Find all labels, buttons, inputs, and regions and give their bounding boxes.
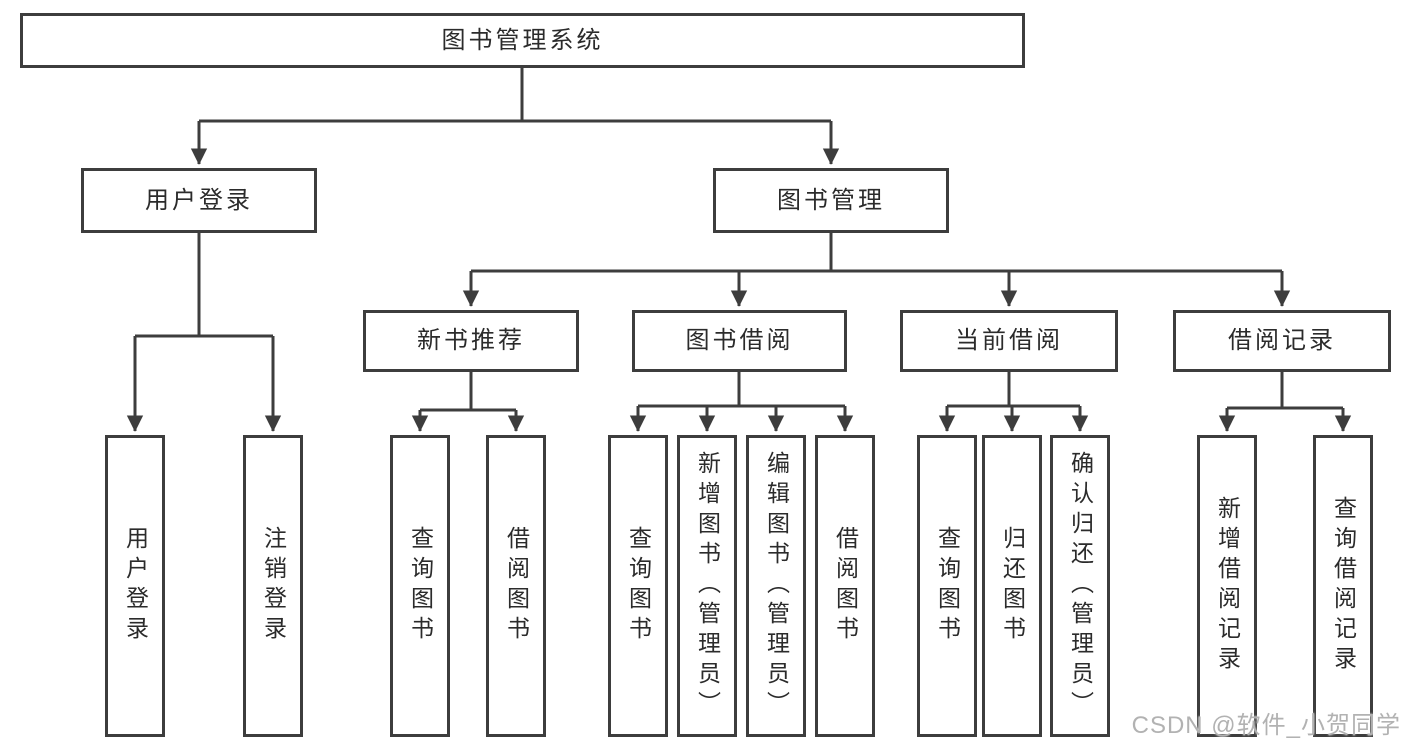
node-user-login: 用户登录 <box>81 168 317 233</box>
leaf-current-confirm-return-admin-label: 确认归还（管理员） <box>1067 451 1094 721</box>
leaf-logout: 注销登录 <box>243 435 303 737</box>
leaf-records-query-record-label: 查询借阅记录 <box>1330 496 1357 676</box>
node-book-borrow: 图书借阅 <box>632 310 847 372</box>
node-borrow-records: 借阅记录 <box>1173 310 1391 372</box>
node-user-login-label: 用户登录 <box>145 186 253 214</box>
leaf-current-return-books: 归还图书 <box>982 435 1042 737</box>
node-book-borrow-label: 图书借阅 <box>685 327 794 354</box>
leaf-logout-label: 注销登录 <box>260 526 287 646</box>
leaf-newbook-borrow-books-label: 借阅图书 <box>503 526 530 646</box>
leaf-current-return-books-label: 归还图书 <box>999 526 1026 646</box>
leaf-borrow-edit-books-admin: 编辑图书（管理员） <box>746 435 806 737</box>
leaf-user-login-label: 用户登录 <box>122 526 149 646</box>
node-current-borrow: 当前借阅 <box>900 310 1118 372</box>
leaf-borrow-add-books-admin-label: 新增图书（管理员） <box>694 451 721 721</box>
leaf-current-query-books-label: 查询图书 <box>934 526 961 646</box>
leaf-borrow-borrow-books-label: 借阅图书 <box>832 526 859 646</box>
leaf-current-query-books: 查询图书 <box>917 435 977 737</box>
leaf-borrow-query-books: 查询图书 <box>608 435 668 737</box>
leaf-borrow-edit-books-admin-label: 编辑图书（管理员） <box>763 451 790 721</box>
leaf-records-add-record-label: 新增借阅记录 <box>1214 496 1241 676</box>
leaf-records-query-record: 查询借阅记录 <box>1313 435 1373 737</box>
leaf-records-add-record: 新增借阅记录 <box>1197 435 1257 737</box>
leaf-borrow-borrow-books: 借阅图书 <box>815 435 875 737</box>
leaf-newbook-query-books: 查询图书 <box>390 435 450 737</box>
node-book-management: 图书管理 <box>713 168 949 233</box>
node-library-management-system: 图书管理系统 <box>20 13 1025 68</box>
node-current-borrow-label: 当前借阅 <box>955 327 1063 354</box>
watermark-text: CSDN @软件_小贺同学 <box>1131 712 1401 739</box>
leaf-user-login: 用户登录 <box>105 435 165 737</box>
node-new-book-recommend: 新书推荐 <box>363 310 579 372</box>
leaf-current-confirm-return-admin: 确认归还（管理员） <box>1050 435 1110 737</box>
leaf-newbook-borrow-books: 借阅图书 <box>486 435 546 737</box>
leaf-borrow-query-books-label: 查询图书 <box>625 526 652 646</box>
node-borrow-records-label: 借阅记录 <box>1228 327 1336 354</box>
node-new-book-recommend-label: 新书推荐 <box>417 327 525 354</box>
leaf-borrow-add-books-admin: 新增图书（管理员） <box>677 435 737 737</box>
node-library-management-system-label: 图书管理系统 <box>441 26 604 54</box>
node-book-management-label: 图书管理 <box>777 186 885 214</box>
leaf-newbook-query-books-label: 查询图书 <box>407 526 434 646</box>
